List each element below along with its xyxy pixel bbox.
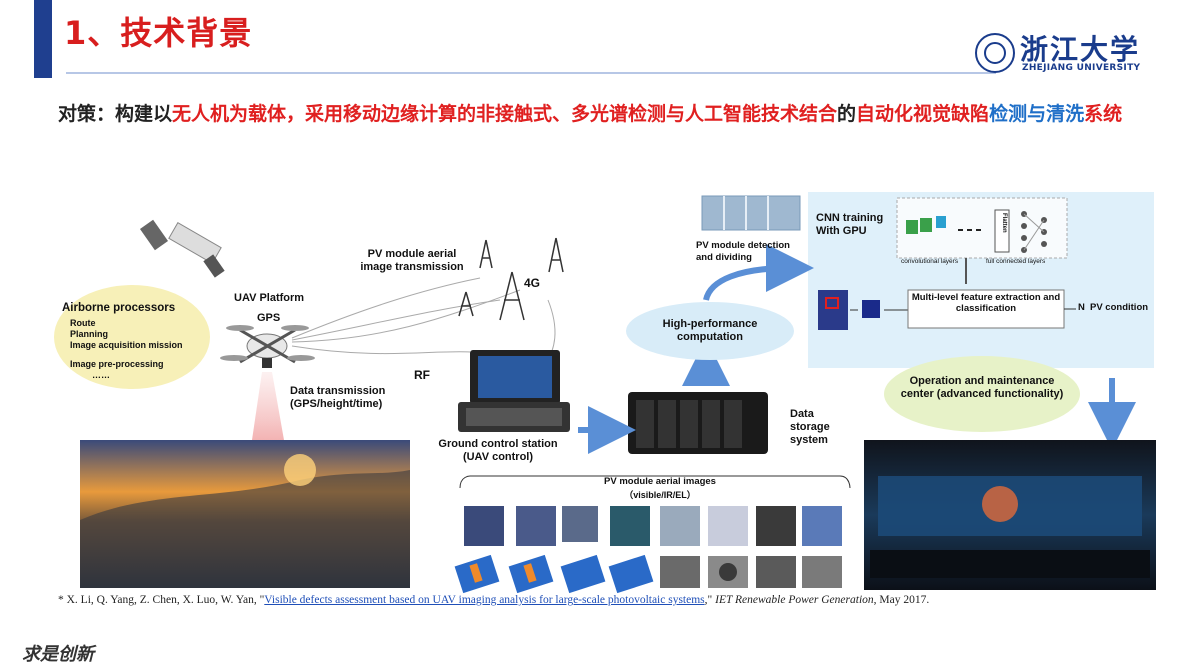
satellite-icon (139, 219, 225, 278)
aerial-images-bracket (459, 475, 851, 489)
title-accent-bar (34, 0, 52, 78)
network-4g-label: 4G (524, 276, 541, 290)
operation-center-ellipse (884, 356, 1080, 432)
strategy-highlight-2: 自动化视觉缺陷 (856, 103, 990, 125)
radio-link (291, 277, 481, 339)
data-transmission-label: Data transmission (GPS/height/time) (290, 385, 386, 410)
strategy-connector: 的 (837, 103, 857, 125)
flatten-label: Flatten (1001, 213, 1007, 233)
university-logo-text: 浙江大学 (1020, 33, 1141, 66)
citation-footnote: * X. Li, Q. Yang, Z. Chen, X. Luo, W. Ya… (58, 594, 929, 606)
strategy-highlight-3: 检测与清洗 (989, 103, 1085, 125)
feature-map-thumbnail (862, 300, 880, 318)
university-seal-icon (975, 33, 1015, 73)
flatten-layer (994, 209, 1010, 253)
citation-date: , May 2017. (873, 594, 930, 606)
university-logo-english: ZHEJIANG UNIVERSITY (1022, 63, 1141, 73)
flow-arrow (703, 244, 814, 301)
aerial-images-sublabel: （visible/IR/EL） (624, 490, 696, 500)
data-storage-server-icon (628, 392, 768, 454)
fully-connected-network-icon (1021, 211, 1047, 253)
cnn-title: CNN training With GPU (816, 212, 884, 237)
strategy-prefix: 对策：构建以 (58, 103, 173, 125)
multi-level-feature-label: Multi-level feature extraction and class… (911, 292, 1061, 314)
airborne-processors-title: Airborne processors (62, 302, 176, 314)
pv-module-thumbnail (701, 195, 801, 231)
citation-journal: IET Renewable Power Generation (715, 594, 874, 606)
data-storage-label: Data storage system (790, 408, 830, 446)
aerial-images-label: PV module aerial images (604, 476, 716, 487)
aerial-image-tiles (454, 506, 842, 594)
airborne-item: Planning (70, 329, 108, 339)
citation-mid: ," (704, 594, 716, 606)
uav-camera-beam (252, 372, 284, 440)
university-motto: 求是创新 (22, 644, 94, 665)
airborne-item: Image acquisition mission (70, 340, 183, 350)
citation-link[interactable]: Visible defects assessment based on UAV … (264, 594, 705, 606)
airborne-item: Route (70, 318, 96, 328)
cell-tower-icon (458, 237, 564, 321)
uav-drone-icon (220, 325, 315, 368)
operation-center-label: Operation and maintenance center (advanc… (900, 375, 1064, 400)
citation-authors: * X. Li, Q. Yang, Z. Chen, X. Luo, W. Ya… (58, 594, 265, 606)
strategy-highlight-1: 无人机为载体，采用移动边缘计算的非接触式、多光谱检测与人工智能技术结合 (172, 103, 838, 125)
strategy-statement: 对策：构建以无人机为载体，采用移动边缘计算的非接触式、多光谱检测与人工智能技术结… (58, 94, 1148, 134)
hpc-ellipse (626, 302, 794, 360)
airborne-item: Image pre-processing (70, 359, 164, 369)
radio-link (291, 345, 471, 355)
airborne-processors-list: Route Planning Image acquisition mission… (70, 318, 183, 381)
hpc-label: High-performance computation (662, 318, 758, 343)
airborne-processors-ellipse (54, 285, 210, 389)
conv-layer-block (906, 220, 918, 234)
ground-control-laptop-icon (458, 350, 570, 432)
multi-level-feature-box (907, 289, 1065, 329)
n-label: N (1078, 302, 1085, 313)
airborne-item: …… (92, 370, 110, 380)
page-title: 1、技术背景 (64, 14, 253, 52)
rf-label: RF (414, 368, 430, 382)
title-divider (66, 72, 996, 74)
conv-layers-caption: convolutional layers (901, 258, 959, 265)
ground-station-label: Ground control station (UAV control) (438, 438, 558, 463)
input-image-thumbnail (818, 290, 848, 330)
strategy-highlight-4: 系统 (1084, 103, 1123, 125)
fc-layers-caption: full connected layers (986, 258, 1046, 265)
pv-condition-label: PV condition (1090, 302, 1149, 313)
pv-transmission-label: PV module aerial image transmission (360, 248, 464, 273)
pv-detection-label: PV module detection and dividing (696, 240, 790, 263)
conv-layer-block (920, 218, 932, 232)
gps-label: GPS (257, 312, 281, 324)
conv-layer-block (936, 216, 946, 228)
radio-link (291, 289, 521, 343)
radio-link (291, 299, 501, 341)
uav-platform-label: UAV Platform (234, 292, 305, 304)
